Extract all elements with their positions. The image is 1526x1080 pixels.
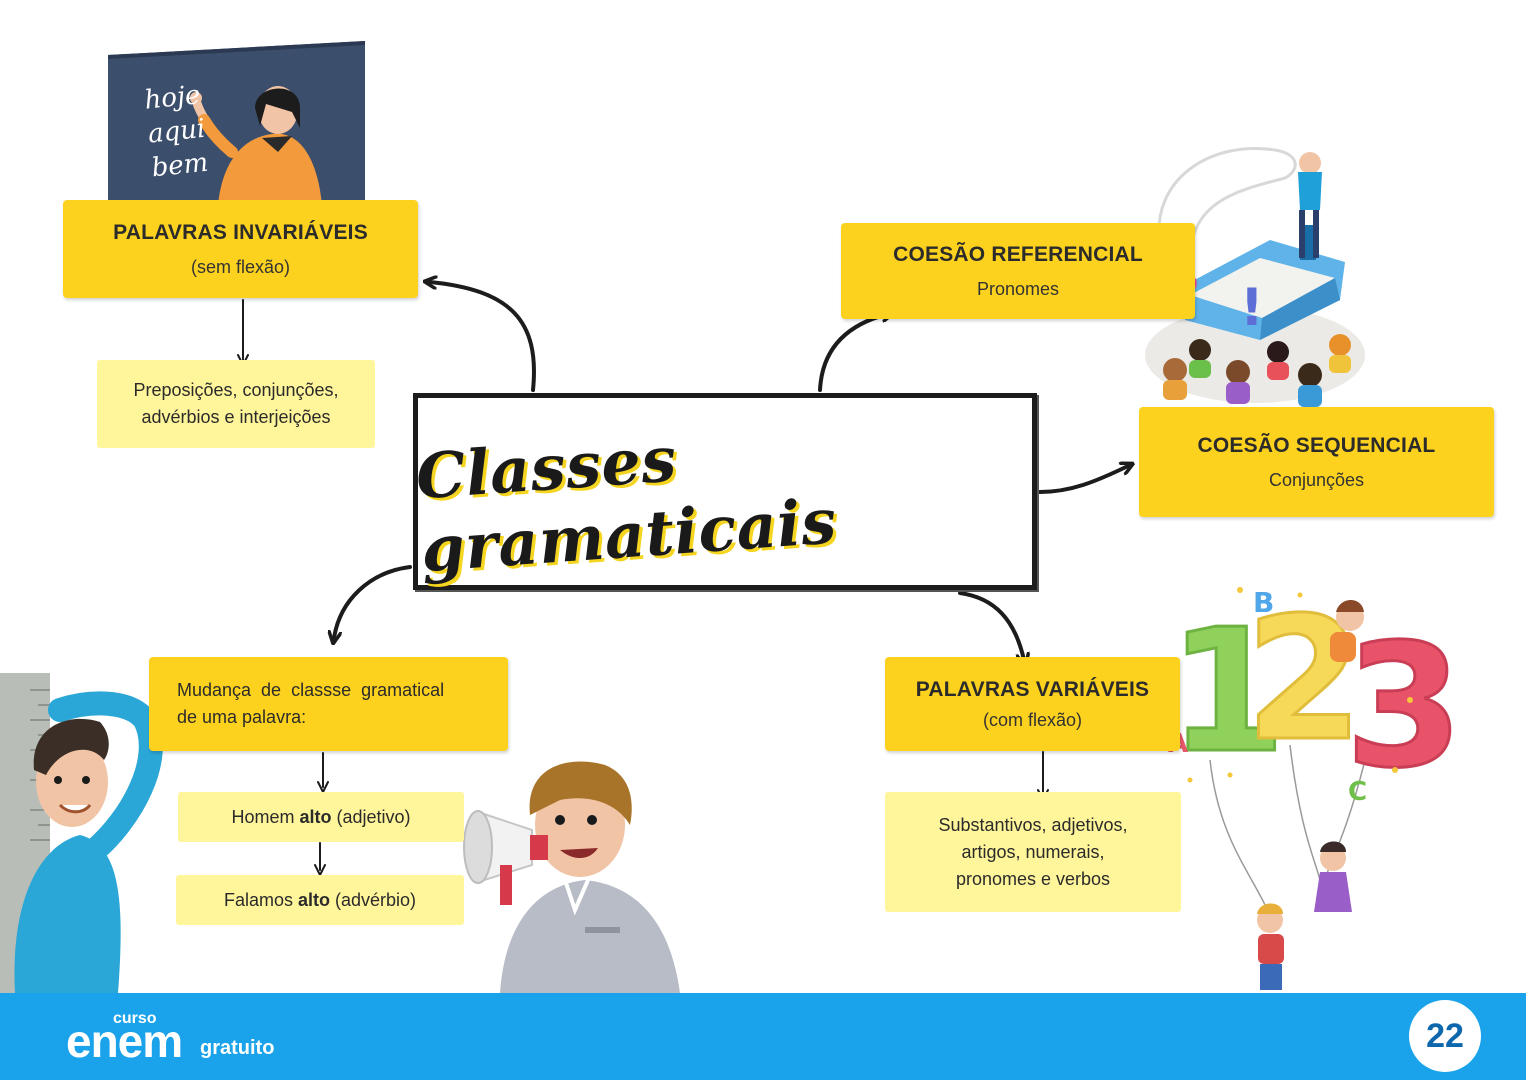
coesao-referencial-subtitle: Pronomes (976, 278, 1060, 299)
chalkboard-text: hoje aqui bem (143, 77, 223, 186)
palavras-invariaveis-title: PALAVRAS INVARIÁVEIS (113, 220, 368, 244)
example-text: Falamos (223, 889, 298, 910)
variaveis-detail-line: pronomes e verbos (955, 868, 1111, 889)
palavras-invariaveis-subtitle: (sem flexão) (190, 256, 291, 277)
variaveis-detail-box: Substantivos, adjetivos, artigos, numera… (885, 792, 1181, 912)
logo-curso-text: curso (113, 1010, 157, 1027)
example-text: Homem (231, 806, 300, 827)
footer-bar (0, 993, 1526, 1080)
example-falamos-alto-box: Falamos alto (advérbio) (176, 875, 464, 925)
invariaveis-detail-line: Preposições, conjunções, (133, 380, 339, 400)
chalkboard-line: bem (150, 147, 210, 184)
example-class: (advérbio) (330, 889, 417, 910)
invariaveis-detail-line: advérbios e interjeições (141, 407, 331, 427)
example-class: (adjetivo) (331, 806, 411, 827)
page-number-badge: 22 (1409, 1000, 1481, 1072)
logo-gratuito-text: gratuito (200, 1037, 275, 1059)
example-highlight: alto (297, 889, 330, 910)
logo-enem-text: enem (66, 1015, 183, 1067)
svg-text:1: 1 (1168, 593, 1286, 791)
coesao-sequencial-box: COESÃO SEQUENCIAL Conjunções (1139, 407, 1494, 517)
balloons-123-illustration: 1 3 2 B A C (1167, 580, 1465, 990)
palavras-invariaveis-box: PALAVRAS INVARIÁVEIS (sem flexão) (63, 200, 418, 298)
connector-arrows (237, 282, 1128, 876)
svg-text:!: ! (1240, 278, 1264, 338)
boy-megaphone-illustration (463, 761, 680, 993)
mudanca-classe-title-line: de uma palavra: (177, 707, 307, 727)
variaveis-detail-line: Substantivos, adjetivos, (938, 814, 1128, 835)
example-homem-alto-box: Homem alto (adjetivo) (178, 792, 464, 842)
central-topic-title: Classes gramaticais (413, 421, 839, 586)
invariaveis-detail-box: Preposições, conjunções, advérbios e int… (97, 360, 375, 448)
coesao-referencial-box: COESÃO REFERENCIAL Pronomes (841, 223, 1195, 319)
mudanca-classe-box: Mudança de classse gramatical de uma pal… (149, 657, 508, 751)
coesao-referencial-title: COESÃO REFERENCIAL (893, 242, 1143, 266)
central-topic-box: Classes gramaticais (413, 393, 1037, 590)
boy-height-illustration (0, 673, 163, 993)
svg-text:C: C (1348, 777, 1367, 807)
example-highlight: alto (299, 806, 332, 827)
variaveis-detail-line: artigos, numerais, (961, 841, 1105, 862)
coesao-sequencial-title: COESÃO SEQUENCIAL (1197, 433, 1436, 457)
mudanca-classe-title-line: Mudança de classse gramatical (177, 680, 445, 700)
svg-text:B: B (1253, 586, 1274, 619)
svg-text:3: 3 (1345, 608, 1463, 806)
teacher-chalkboard-illustration (108, 41, 365, 205)
palavras-variaveis-box: PALAVRAS VARIÁVEIS (com flexão) (885, 657, 1180, 751)
palavras-variaveis-title: PALAVRAS VARIÁVEIS (915, 677, 1150, 701)
coesao-sequencial-subtitle: Conjunções (1268, 469, 1365, 490)
palavras-variaveis-subtitle: (com flexão) (982, 709, 1083, 730)
